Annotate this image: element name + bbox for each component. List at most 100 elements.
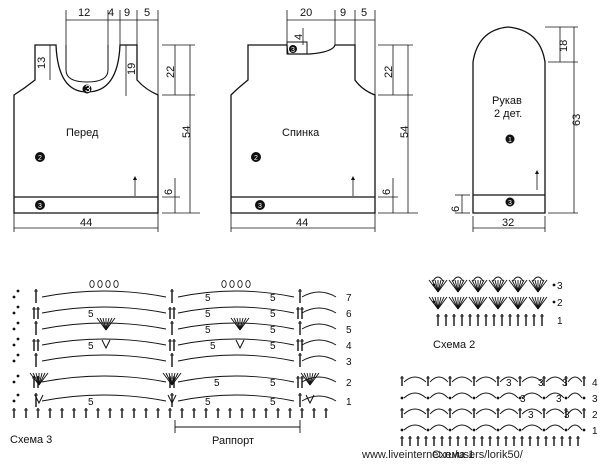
- fan-stitch: [431, 279, 439, 293]
- chain-arc: [521, 424, 543, 431]
- dim-22: 22: [165, 66, 177, 78]
- svg-text:3: 3: [291, 47, 295, 54]
- fan-stitch: [303, 372, 311, 386]
- fan-stitch: [165, 372, 173, 386]
- picot-loop: [221, 280, 227, 288]
- fan-stitch: [537, 296, 548, 310]
- chain-arc: [545, 424, 565, 431]
- chain-dot: [12, 380, 16, 384]
- chain-arc: [475, 408, 497, 415]
- fan-stitch: [511, 279, 519, 293]
- chain-arc: [521, 392, 543, 399]
- chain-arc: [301, 355, 337, 362]
- chain-dot: [16, 321, 20, 325]
- chain-arc: [432, 276, 444, 282]
- chain-count: 5: [205, 309, 211, 320]
- dim-19: 19: [126, 63, 138, 75]
- row-number: 6: [346, 309, 352, 320]
- fan-stitch: [531, 279, 539, 293]
- chain-arc: [41, 354, 167, 362]
- fan-stitch: [431, 296, 439, 310]
- row-number: 4: [346, 341, 352, 352]
- fan-stitch: [537, 279, 548, 293]
- fan-stitch: [514, 296, 519, 310]
- chain-arc: [41, 290, 167, 298]
- chain-count: 5: [205, 293, 211, 304]
- dim-44: 44: [80, 217, 92, 229]
- chain-arc: [403, 408, 427, 415]
- chain-count: 5: [270, 309, 276, 320]
- chain-count: 3: [538, 378, 544, 389]
- chain-arc: [567, 392, 583, 399]
- chain-dot: [582, 428, 586, 432]
- dim-6: 6: [450, 206, 462, 212]
- chain-count: 5: [205, 397, 211, 408]
- scheme-3-labels: Схема 3 Раппорт: [10, 420, 301, 447]
- fan-stitch: [471, 279, 479, 293]
- fan-stitch: [497, 296, 508, 310]
- svg-text:3: 3: [38, 203, 42, 210]
- chain-dot: [12, 399, 16, 403]
- chain-arc: [567, 424, 583, 431]
- vee-stitch: [235, 339, 245, 350]
- dim-12: 12: [78, 7, 90, 19]
- fan-stitch: [497, 279, 508, 293]
- fan-stitch: [457, 279, 468, 293]
- svg-text:1: 1: [508, 137, 512, 144]
- chain-dot: [496, 428, 500, 432]
- chain-arc: [429, 392, 449, 399]
- fan-stitch: [511, 296, 519, 310]
- chain-arc: [177, 322, 295, 330]
- chain-dot: [12, 327, 16, 331]
- chain-dot: [16, 337, 20, 341]
- fan-stitch: [451, 296, 459, 310]
- chain-count: 5: [270, 397, 276, 408]
- fan-stitch: [309, 372, 320, 386]
- vee-stitch: [167, 394, 177, 405]
- chain-arc: [472, 276, 484, 282]
- chain-dot: [552, 283, 556, 287]
- chain-count: 3: [556, 394, 562, 405]
- chain-dot: [542, 396, 546, 400]
- fan-stitch: [534, 296, 539, 310]
- row-number: 5: [346, 325, 352, 336]
- chain-count: 3: [562, 378, 568, 389]
- chain-arc: [41, 306, 167, 314]
- chain-arc: [451, 392, 473, 399]
- picot-loop: [237, 280, 243, 288]
- vee-stitch: [305, 394, 315, 405]
- dim-18: 18: [558, 40, 570, 52]
- chain-arc: [499, 392, 519, 399]
- chain-arc: [451, 408, 473, 415]
- dim-6: 6: [163, 189, 175, 195]
- sleeve-subtitle: 2 дет.: [494, 108, 522, 120]
- svg-text:2: 2: [254, 155, 258, 162]
- chain-dot: [12, 295, 16, 299]
- front-piece: [13, 10, 200, 232]
- fan-stitch: [99, 317, 107, 331]
- chain-arc: [451, 424, 473, 431]
- repeat-label: Раппорт: [212, 435, 254, 447]
- svg-text:3: 3: [508, 200, 512, 207]
- chain-dot: [16, 353, 20, 357]
- chain-arc: [177, 306, 295, 314]
- chain-arc: [451, 376, 473, 383]
- picot-loop: [89, 280, 95, 288]
- chain-arc: [177, 338, 295, 346]
- row-number: 4: [592, 378, 598, 389]
- fan-stitch: [171, 372, 182, 386]
- chain-arc: [429, 376, 449, 383]
- picot-loop: [113, 280, 119, 288]
- dim-54: 54: [181, 126, 193, 138]
- chain-dot: [472, 396, 476, 400]
- chain-arc: [532, 276, 544, 282]
- chain-arc: [177, 375, 295, 383]
- chain-arc: [301, 339, 337, 346]
- chain-dot: [426, 396, 430, 400]
- svg-text:3: 3: [258, 203, 262, 210]
- back-title: Спинка: [282, 127, 320, 139]
- fan-stitch: [491, 279, 499, 293]
